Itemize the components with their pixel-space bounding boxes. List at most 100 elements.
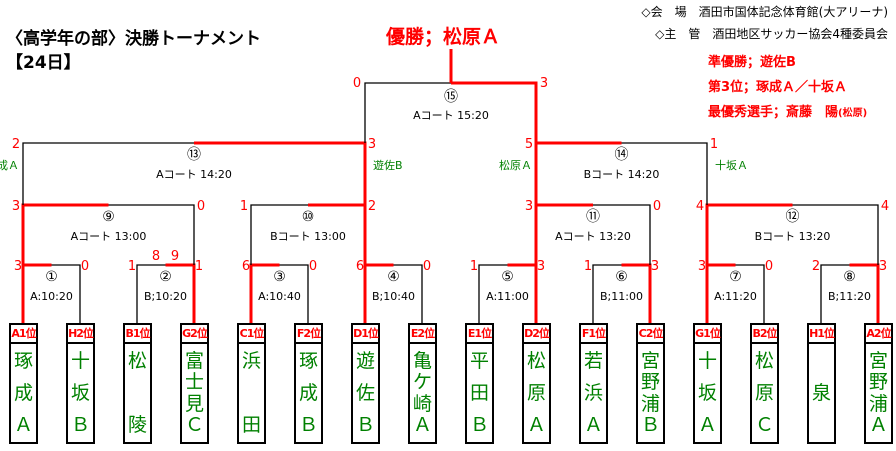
venue-info: ◇会 場 酒田市国体記念体育館(大アリーナ) xyxy=(641,5,888,19)
r1-score-left: 6 xyxy=(356,259,364,274)
team-box: B1位松陵 xyxy=(123,323,152,444)
sf-score-left: 2 xyxy=(12,137,20,152)
qf-score-right: 2 xyxy=(368,199,376,214)
sf-score-right: 1 xyxy=(710,137,718,152)
team-seed: G1位 xyxy=(695,325,721,344)
r1-match-info: B;11:00 xyxy=(600,290,643,303)
r1-line-right xyxy=(51,264,81,323)
team-seed: H2位 xyxy=(68,325,94,344)
r1-score-right: 0 xyxy=(81,259,89,274)
sf-match-info: Bコート 14:20 xyxy=(584,168,660,181)
r1-line-left xyxy=(820,264,850,323)
r1-score-left: 3 xyxy=(14,259,22,274)
r1-score-left: 1 xyxy=(128,259,136,274)
qf-match-info: Aコート 13:00 xyxy=(71,230,147,243)
r1-match-info: A:11:20 xyxy=(714,290,757,303)
team-seed: B1位 xyxy=(125,325,151,344)
sf-match-info: Aコート 14:20 xyxy=(156,168,232,181)
team-seed: C2位 xyxy=(638,325,663,344)
team-seed: D1位 xyxy=(353,325,379,344)
sf-score-right: 3 xyxy=(368,137,376,152)
r1-line-right xyxy=(735,264,765,323)
r1-score-right: 0 xyxy=(765,259,773,274)
team-seed: F2位 xyxy=(296,325,321,344)
r1-score-right: 0 xyxy=(423,259,431,274)
r1-match-info: B;11:20 xyxy=(828,290,871,303)
r1-match-info: A:11:00 xyxy=(486,290,529,303)
sf-team-right: 遊佐B xyxy=(373,158,403,172)
team-seed: A2位 xyxy=(866,325,892,344)
r1-line-left xyxy=(136,264,166,323)
qf-match-number: ⑪ xyxy=(586,209,600,225)
sf-team-left: 琢成Ａ xyxy=(0,159,19,172)
qf-match-info: Bコート 13:20 xyxy=(755,230,831,243)
qf-match-info: Aコート 13:20 xyxy=(555,230,631,243)
r1-match-number: ⑤ xyxy=(501,269,514,285)
sf-team-left: 松原Ａ xyxy=(499,158,532,172)
r1-match-number: ② xyxy=(159,269,172,285)
team-seed: E1位 xyxy=(467,325,492,344)
team-seed: D2位 xyxy=(524,325,550,344)
team-name: 松陵 xyxy=(127,350,147,436)
sf-match-number: ⑭ xyxy=(615,147,629,163)
r1-match-number: ④ xyxy=(387,269,400,285)
qf-score-left: 3 xyxy=(12,199,20,214)
qf-score-right: 4 xyxy=(881,199,889,214)
r1-match-number: ⑧ xyxy=(843,269,856,285)
qf-line-right xyxy=(593,204,651,265)
final-line-right xyxy=(451,81,538,143)
qf-score-right: 0 xyxy=(197,199,205,214)
r1-match-number: ③ xyxy=(273,269,286,285)
sf-line-left xyxy=(22,142,194,205)
mvp-name: 最優秀選手；斎藤 陽 xyxy=(708,105,839,120)
runner-up-label: 準優勝；遊佐B xyxy=(708,55,796,70)
r1-pk-left: 8 xyxy=(152,249,160,264)
r1-match-info: B;10:40 xyxy=(372,290,415,303)
r1-match-number: ⑥ xyxy=(615,269,628,285)
qf-line-right xyxy=(792,204,879,265)
final-score-right: 3 xyxy=(540,76,548,91)
r1-score-left: 1 xyxy=(470,259,478,274)
r1-line-right xyxy=(279,264,309,323)
sf-match-number: ⑬ xyxy=(187,147,201,163)
team-seed: H1位 xyxy=(809,325,835,344)
qf-score-left: 4 xyxy=(696,199,704,214)
sf-team-right: 十坂Ａ xyxy=(715,158,748,172)
team-seed: C1位 xyxy=(239,325,264,344)
third-place-label: 第3位；琢成Ａ／十坂Ａ xyxy=(708,80,848,95)
r1-line-right xyxy=(393,264,423,323)
r1-score-left: 6 xyxy=(242,259,250,274)
r1-score-right: 3 xyxy=(879,259,887,274)
r1-match-info: A:10:20 xyxy=(30,290,73,303)
r1-score-right: 3 xyxy=(651,259,659,274)
r1-match-number: ⑦ xyxy=(729,269,742,285)
qf-match-number: ⑨ xyxy=(102,209,115,225)
qf-line-right xyxy=(108,204,195,265)
r1-match-info: A:10:40 xyxy=(258,290,301,303)
final-match-number: ⑮ xyxy=(444,89,458,105)
qf-match-info: Bコート 13:00 xyxy=(270,230,346,243)
r1-score-left: 3 xyxy=(698,259,706,274)
mvp-team: (松原) xyxy=(838,108,868,119)
r1-score-right: 3 xyxy=(537,259,545,274)
qf-match-number: ⑫ xyxy=(786,209,800,225)
champion-label: 優勝；松原Ａ xyxy=(386,26,501,48)
r1-score-left: 2 xyxy=(812,259,820,274)
